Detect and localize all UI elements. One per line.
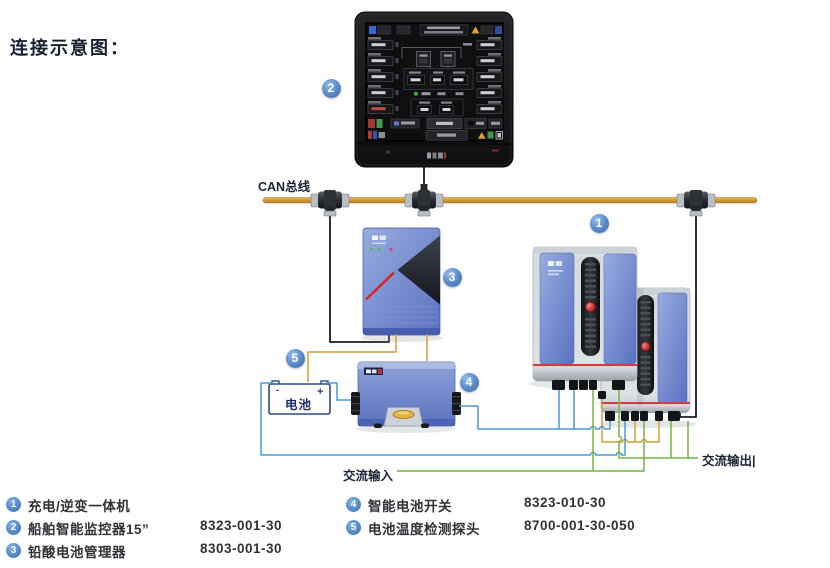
legend-part-3: 8303-001-30 [200,541,283,556]
ac-wires-green [397,390,698,472]
ac-output-label: 交流输出| [702,454,756,468]
battery [268,380,331,415]
battery-label: 电池 [285,398,313,412]
legend-num-5: 5 [346,520,361,535]
signal-wires-tan [307,334,660,443]
callout-1-inverter: 1 [589,213,609,233]
dc-wires-blue [260,382,626,456]
legend-num-3: 3 [6,543,21,558]
legend-num-1: 1 [6,497,21,512]
can-bus [262,197,758,204]
t-connector-left [310,189,350,217]
can-bus-label: CAN总线 [258,180,311,194]
legend-num-2: 2 [6,520,21,535]
monitor-chin [356,143,512,159]
callout-5-probe: 5 [285,348,305,368]
ac-input-label: 交流输入 [343,469,394,483]
callout-3-manager: 3 [442,267,462,287]
callout-2-monitor: 2 [321,78,341,98]
battery-switch-device [351,361,461,428]
legend-label-1: 充电/逆变一体机 [28,499,131,514]
legend-label-5: 电池温度检测探头 [368,522,480,537]
inverter-unit-front [532,246,638,399]
legend-label-2: 船舶智能监控器15” [28,522,150,537]
monitor-device [354,11,514,168]
battery-plus-terminal: + [317,386,324,398]
legend-label-3: 铅酸电池管理器 [28,545,126,560]
page-title: 连接示意图： [10,38,130,58]
monitor-screen-ui [367,24,503,141]
legend-label-4: 智能电池开关 [368,499,452,514]
legend-part-5: 8700-001-30-050 [524,518,636,533]
t-connector-middle [404,184,444,217]
legend-num-4: 4 [346,497,361,512]
t-connector-right [676,189,716,217]
battery-manager-device [362,227,441,336]
legend-part-4: 8323-010-30 [524,495,607,510]
legend-part-2: 8323-001-30 [200,518,283,533]
battery-minus-terminal: - [276,385,280,396]
callout-4-switch: 4 [459,372,479,392]
